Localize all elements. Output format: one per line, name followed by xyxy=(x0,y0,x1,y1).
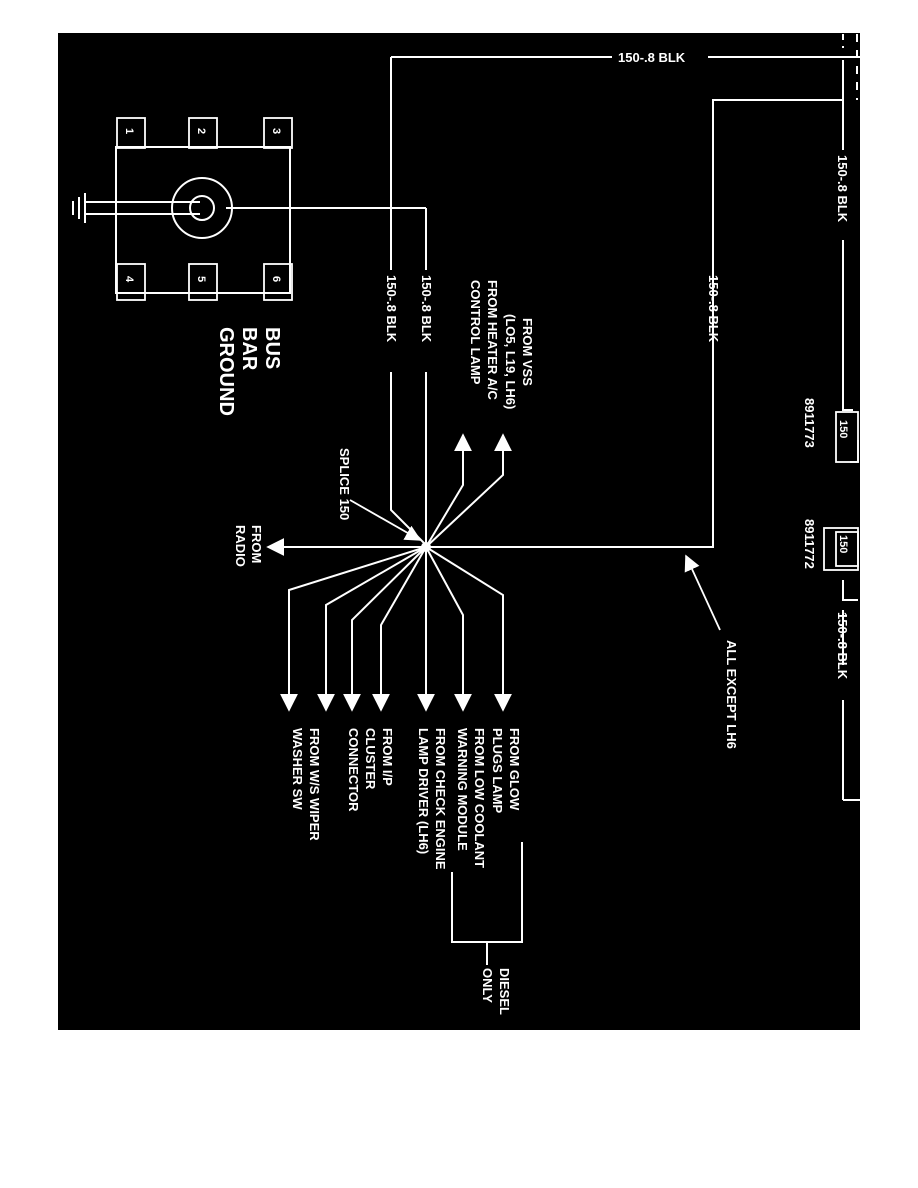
bus-bar-title-line-2: BAR xyxy=(238,327,260,371)
connector-8911773: 150 8911773 xyxy=(802,390,859,463)
diesel-line-2: ONLY xyxy=(480,968,495,1003)
source-glow-line-1: FROM GLOW xyxy=(507,728,522,811)
connector-8911773-part: 8911773 xyxy=(802,398,817,448)
all-except-label: ALL EXCEPT LH6 xyxy=(724,640,739,749)
from-heater-line-1: FROM HEATER A/C xyxy=(485,280,500,400)
right-trunk-wire xyxy=(842,34,860,801)
ground-icon xyxy=(72,193,86,223)
from-heater-line-2: CONTROL LAMP xyxy=(468,280,483,385)
from-radio-line-1: FROM xyxy=(249,525,264,563)
diesel-line-1: DIESEL xyxy=(497,968,512,1015)
top-wire: 150-.8 BLK xyxy=(390,50,860,270)
pin-6: 6 xyxy=(270,276,282,282)
source-check-engine-line-2: LAMP DRIVER (LH6) xyxy=(416,728,431,854)
pin-4: 4 xyxy=(123,276,135,283)
connector-8911773-pin: 150 xyxy=(837,420,849,438)
pin-5: 5 xyxy=(195,276,207,282)
bus-bar-ground: 1 2 3 4 5 6 xyxy=(72,117,427,301)
pin-2: 2 xyxy=(195,128,207,134)
pin-3: 3 xyxy=(270,128,282,134)
source-ip-line-3: CONNECTOR xyxy=(346,728,361,812)
splice-label: SPLICE 150 xyxy=(337,448,352,520)
from-vss-line-1: FROM VSS xyxy=(520,318,535,386)
connector-8911772-pin: 150 xyxy=(837,535,849,553)
source-ip-line-1: FROM I/P xyxy=(380,728,395,786)
source-wiper-line-1: FROM W/S WIPER xyxy=(307,728,322,841)
bus-bar-title-line-3: GROUND xyxy=(215,327,237,416)
diagram-background xyxy=(58,33,860,1030)
wire-label-bus-2: 150-.8 BLK xyxy=(419,275,434,343)
source-coolant-line-2: WARNING MODULE xyxy=(455,728,470,851)
connector-8911772-part: 8911772 xyxy=(802,519,817,569)
from-vss-line-2: (LO5, L19, LH6) xyxy=(503,314,518,409)
source-glow-line-2: PLUGS LAMP xyxy=(490,728,505,814)
connector-8911772: 150 8911772 xyxy=(802,519,859,601)
source-labels: FROM GLOW PLUGS LAMP FROM LOW COOLANT WA… xyxy=(290,728,522,870)
wire-label-right-top: 150-.8 BLK xyxy=(835,155,850,223)
from-radio-line-2: RADIO xyxy=(233,525,248,567)
source-check-engine-line-1: FROM CHECK ENGINE xyxy=(433,728,448,870)
pin-1: 1 xyxy=(123,128,135,134)
diesel-only-bracket: DIESEL ONLY xyxy=(451,842,523,1015)
bus-bar-title: BUS BAR GROUND xyxy=(215,327,283,416)
wire-label-bus-1: 150-.8 BLK xyxy=(384,275,399,343)
bus-bar-title-line-1: BUS xyxy=(261,327,283,369)
wire-label-right-bottom: 150-.8 BLK xyxy=(835,612,850,680)
top-wire-label: 150-.8 BLK xyxy=(618,50,686,65)
source-coolant-line-1: FROM LOW COOLANT xyxy=(472,728,487,868)
downward-branches xyxy=(280,546,512,712)
source-wiper-line-2: WASHER SW xyxy=(290,728,305,810)
source-ip-line-2: CLUSTER xyxy=(363,728,378,790)
